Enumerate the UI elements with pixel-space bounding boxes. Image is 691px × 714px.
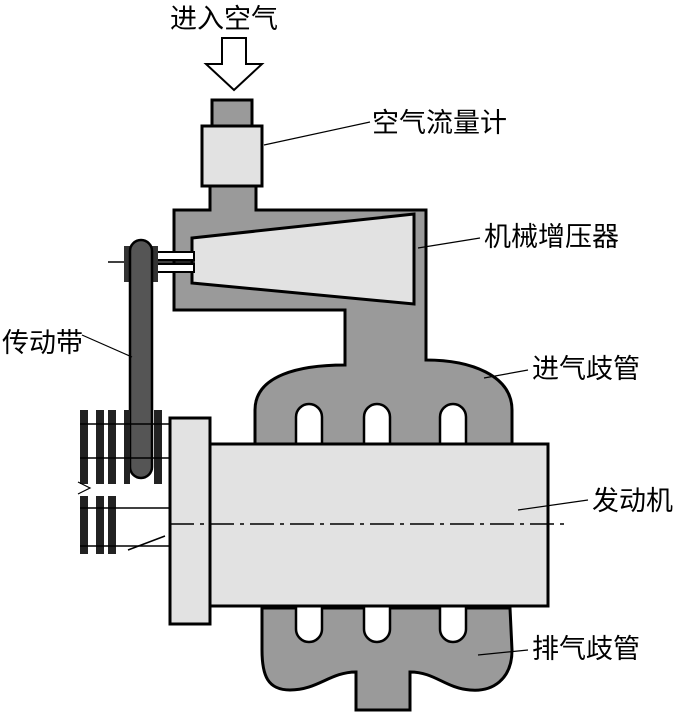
air-flow-meter [200,98,264,188]
label-supercharger: 机械增压器 [484,222,619,253]
exhaust-manifold [260,590,514,712]
top-pulley [124,246,158,282]
drive-belt [128,238,154,480]
label-engine: 发动机 [592,486,673,517]
label-air-flow-meter: 空气流量计 [372,108,507,139]
label-intake-air: 进入空气 [170,4,278,35]
crank-pulleys [77,410,170,554]
engine-block [168,416,570,626]
intake-arrow [203,37,265,92]
label-belt: 传动带 [2,328,83,359]
label-exhaust-manifold: 排气歧管 [532,634,640,665]
leader-lines [81,121,589,656]
label-intake-manifold: 进气歧管 [532,354,640,385]
